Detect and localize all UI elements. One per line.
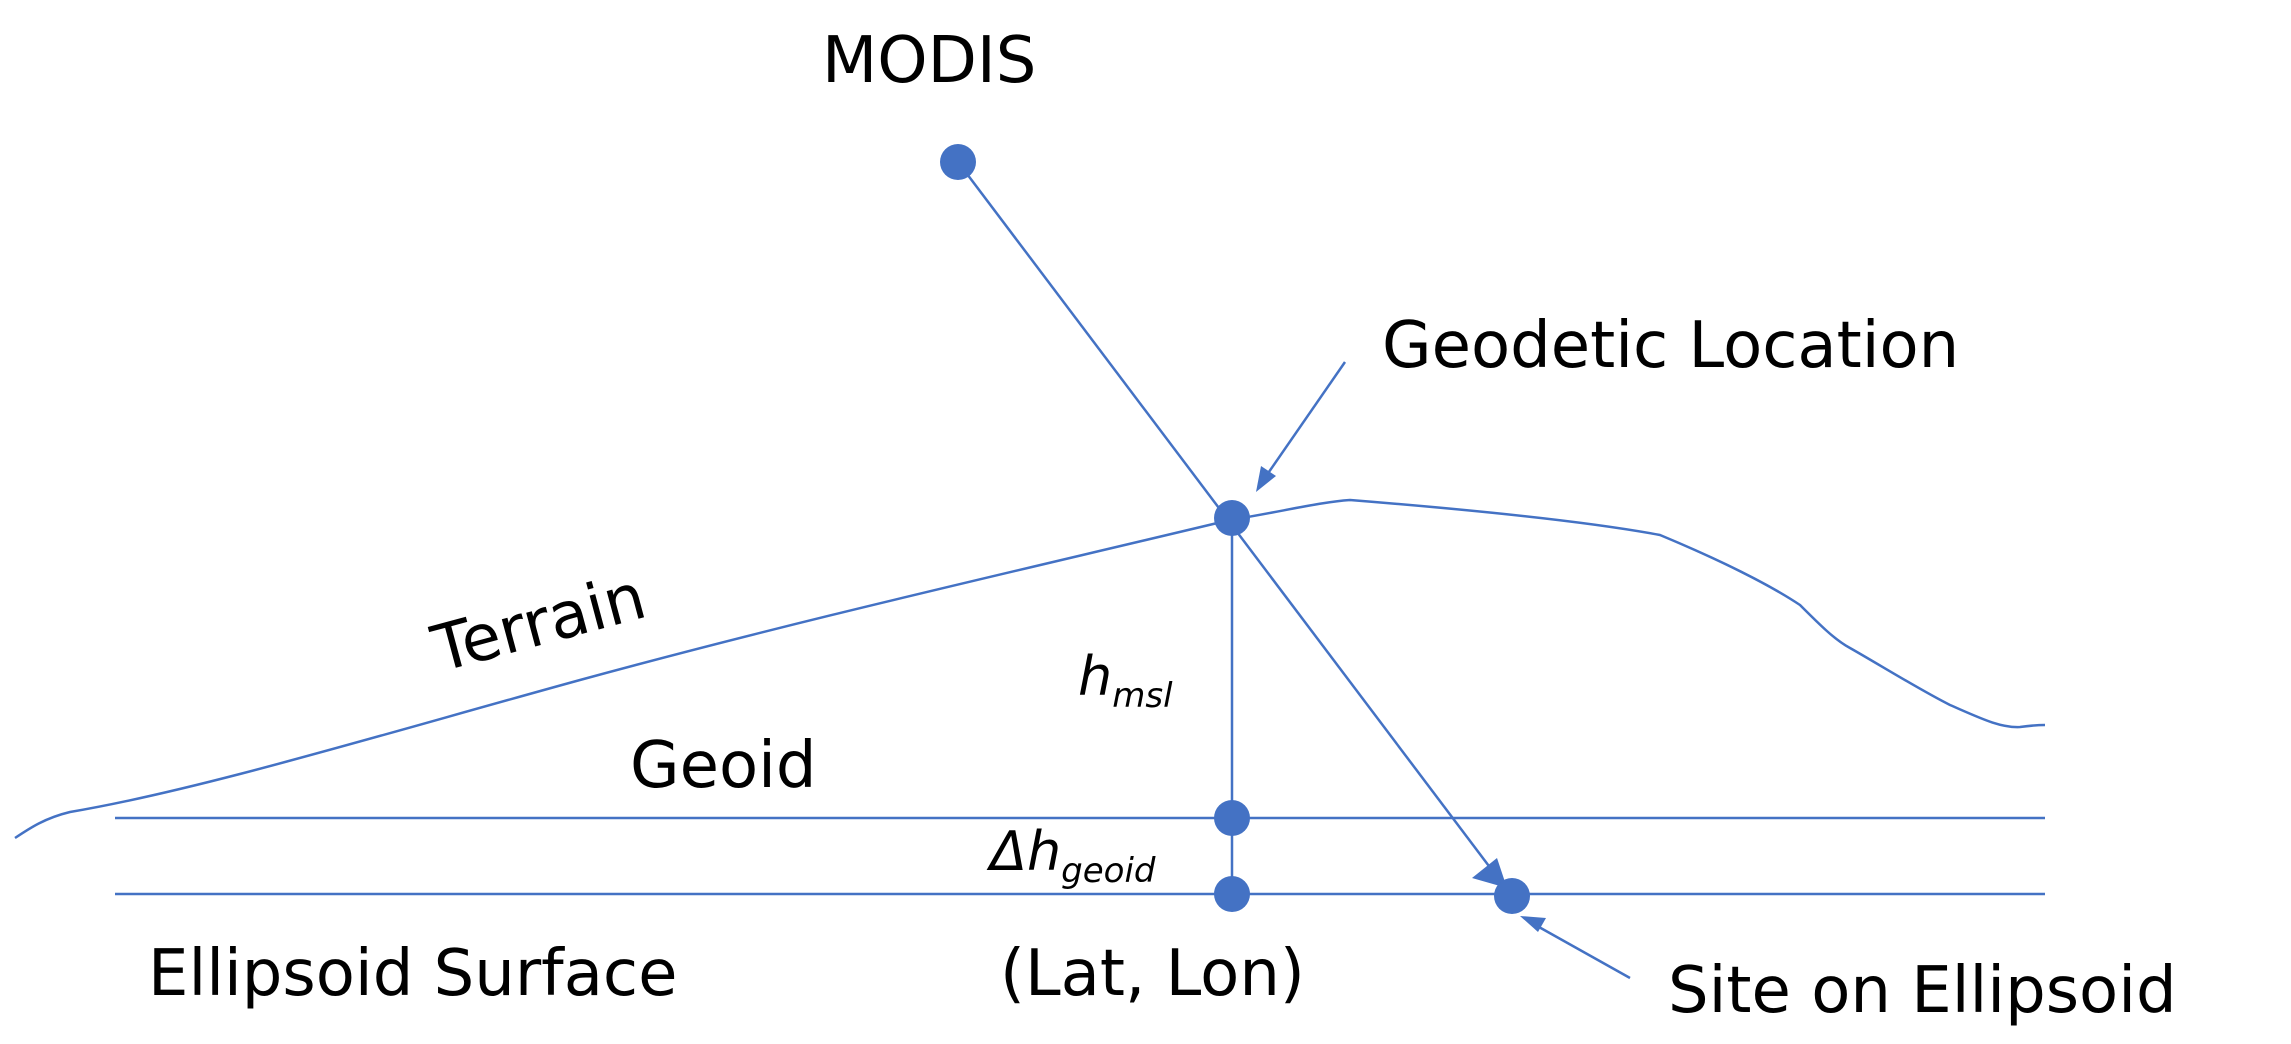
site-on-ellipsoid-label: Site on Ellipsoid <box>1668 954 2177 1028</box>
modis-point <box>940 144 976 180</box>
geodetic-location-label: Geodetic Location <box>1382 309 1959 383</box>
h-msl-symbol: h <box>1078 645 1112 708</box>
h-msl-label: hmsl <box>1078 645 1173 716</box>
geodetic-location-point <box>1214 500 1250 536</box>
lat-lon-label: (Lat, Lon) <box>1000 937 1305 1011</box>
terrain-line <box>14 498 2046 840</box>
modis-label: MODIS <box>822 24 1036 98</box>
geoid-point <box>1214 800 1250 836</box>
delta-h-symbol: Δh <box>986 820 1061 883</box>
geodetic-location-pointer <box>1260 361 1347 483</box>
site-on-ellipsoid-pointer-head <box>1520 916 1546 932</box>
ellipsoid-point <box>1214 876 1250 912</box>
geoid-label: Geoid <box>630 729 817 803</box>
delta-h-subscript: geoid <box>1061 851 1156 891</box>
site-on-ellipsoid-point <box>1494 878 1530 914</box>
line-of-sight-arrowhead <box>1472 858 1507 888</box>
site-on-ellipsoid-pointer <box>1529 920 1631 980</box>
delta-h-geoid-label: Δhgeoid <box>986 820 1156 891</box>
ellipsoid-surface-label: Ellipsoid Surface <box>148 937 677 1011</box>
geodetic-location-pointer-head <box>1256 466 1276 492</box>
h-msl-subscript: msl <box>1112 676 1173 716</box>
